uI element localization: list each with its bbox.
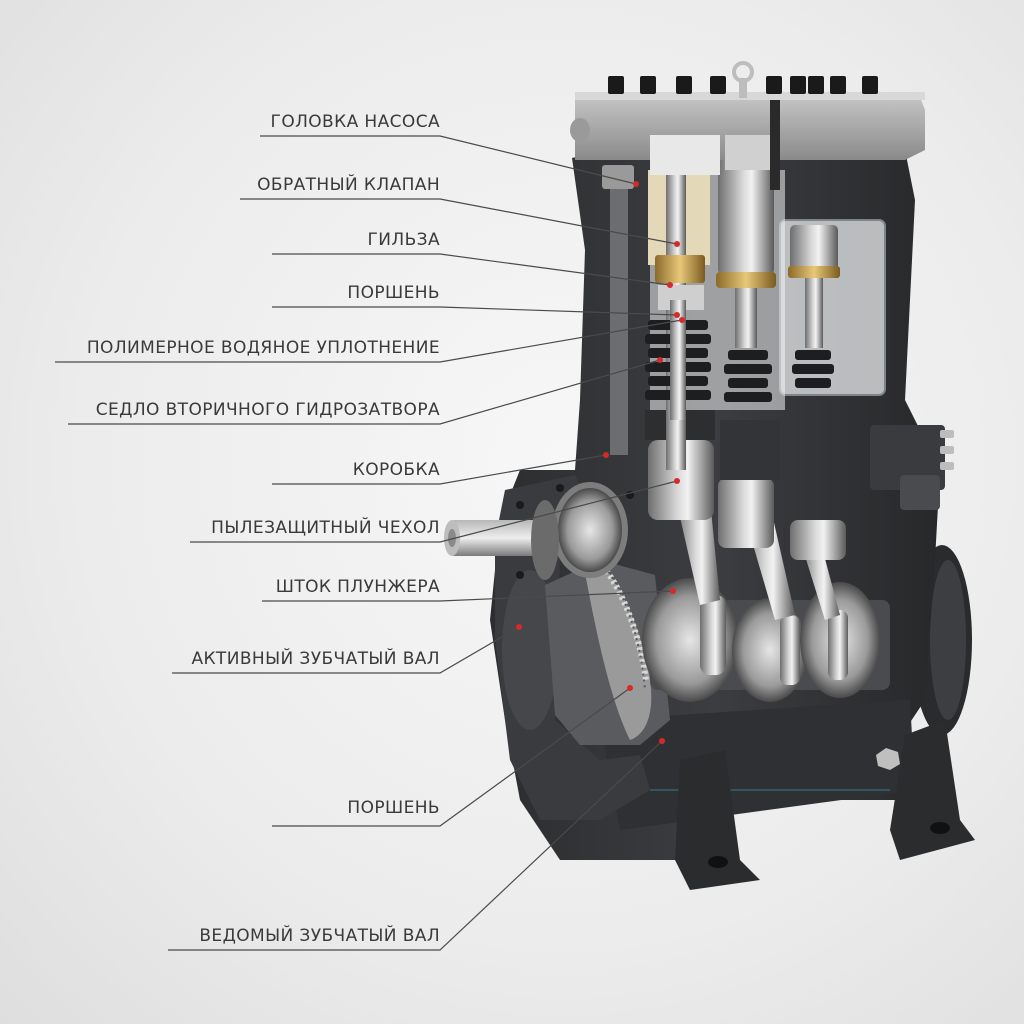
marker-dot-housing [603, 452, 609, 458]
marker-dot-check-valve [674, 241, 680, 247]
label-housing: КОРОБКА [352, 460, 440, 480]
leader-line-dust-cover [190, 480, 678, 543]
label-driven-gear-shaft: ВЕДОМЫЙ ЗУБЧАТЫЙ ВАЛ [199, 926, 440, 946]
leader-line-piston-lower [272, 687, 631, 827]
leader-line-pump-head [260, 135, 637, 185]
leader-line-check-valve [240, 198, 678, 245]
marker-dot-polymer-seal [679, 317, 685, 323]
leader-line-housing [272, 454, 607, 485]
label-polymer-seal: ПОЛИМЕРНОЕ ВОДЯНОЕ УПЛОТНЕНИЕ [86, 338, 440, 358]
label-secondary-seal-seat: СЕДЛО ВТОРИЧНОГО ГИДРОЗАТВОРА [95, 400, 440, 420]
leader-line-sleeve [272, 253, 671, 286]
marker-dot-secondary-seal-seat [657, 357, 663, 363]
label-plunger-rod: ШТОК ПЛУНЖЕРА [275, 577, 440, 597]
label-dust-cover: ПЫЛЕЗАЩИТНЫЙ ЧЕХОЛ [211, 518, 440, 538]
marker-dot-piston-upper [674, 312, 680, 318]
label-drive-gear-shaft: АКТИВНЫЙ ЗУБЧАТЫЙ ВАЛ [191, 649, 440, 669]
marker-dot-dust-cover [674, 478, 680, 484]
marker-dot-pump-head [633, 181, 639, 187]
leader-line-polymer-seal [55, 319, 683, 363]
leader-line-secondary-seal-seat [68, 359, 661, 425]
label-sleeve: ГИЛЬЗА [367, 230, 440, 250]
label-piston-lower: ПОРШЕНЬ [347, 798, 440, 818]
marker-dot-piston-lower [627, 685, 633, 691]
marker-dot-drive-gear-shaft [516, 624, 522, 630]
leader-line-piston-upper [272, 306, 678, 316]
marker-dot-sleeve [667, 282, 673, 288]
label-check-valve: ОБРАТНЫЙ КЛАПАН [257, 175, 440, 195]
marker-dot-plunger-rod [670, 588, 676, 594]
label-pump-head: ГОЛОВКА НАСОСА [270, 112, 440, 132]
marker-dot-driven-gear-shaft [659, 738, 665, 744]
leader-line-plunger-rod [262, 590, 674, 602]
label-piston-upper: ПОРШЕНЬ [347, 283, 440, 303]
leader-line-driven-gear-shaft [168, 740, 663, 951]
leader-line-drive-gear-shaft [172, 626, 520, 674]
